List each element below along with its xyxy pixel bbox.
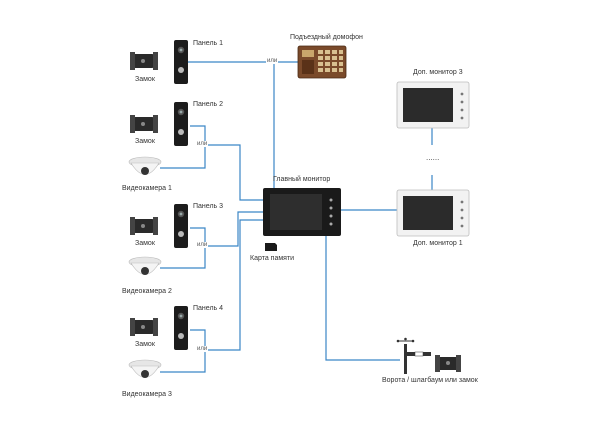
lock-2 [130, 115, 158, 133]
label-ext-monitor-1: Доп. монитор 1 [413, 240, 463, 247]
call-panel-icon [174, 102, 188, 146]
camera-3 [128, 359, 162, 378]
monitor-icon [396, 81, 470, 129]
call-panel-icon [174, 204, 188, 248]
lock-icon [130, 115, 158, 133]
wire-camera3 [160, 350, 206, 373]
lock-1 [130, 52, 158, 70]
or-label-3: или [196, 242, 209, 248]
lock-icon [435, 355, 461, 372]
intercom-keypad-icon [297, 45, 347, 79]
label-panel-1: Панель 1 [193, 40, 224, 47]
barrier-gate-icon [396, 337, 431, 374]
or-label-1: или [266, 58, 279, 64]
dome-camera-icon [128, 156, 162, 175]
label-gate: Ворота / шлагбаум или замок [382, 377, 478, 384]
wire-panel4 [190, 329, 206, 350]
wires [160, 61, 433, 373]
label-ext-monitor-3: Доп. монитор 3 [413, 69, 463, 76]
label-panel-2: Панель 2 [193, 101, 224, 108]
lock-3 [130, 217, 158, 235]
label-main-monitor: Главный монитор [273, 176, 331, 183]
wire-group3-monitor [205, 219, 263, 351]
dome-camera-icon [128, 256, 162, 275]
call-panel-3 [174, 204, 188, 248]
lock-icon [130, 217, 158, 235]
call-panel-4 [174, 306, 188, 350]
wire-camera1 [160, 142, 206, 169]
entrance-intercom [297, 45, 347, 79]
label-lock-1: Замок [135, 76, 155, 83]
label-camera-2: Видеокамера 2 [122, 288, 172, 295]
main-monitor [263, 188, 341, 236]
barrier-gate [396, 337, 431, 374]
label-camera-3: Видеокамера 3 [122, 391, 172, 398]
label-panel-3: Панель 3 [193, 203, 224, 210]
camera-1 [128, 156, 162, 175]
call-panel-icon [174, 40, 188, 84]
wire-panel3 [190, 227, 206, 246]
wire-monitor-gate [325, 236, 400, 361]
ext-monitor-1 [396, 189, 470, 237]
monitor-icon [263, 188, 341, 236]
lock-4 [130, 318, 158, 336]
or-label-2: или [196, 141, 209, 147]
call-panel-2 [174, 102, 188, 146]
ext-monitor-3 [396, 81, 470, 129]
gate-lock [435, 355, 461, 372]
call-panel-1 [174, 40, 188, 84]
lock-icon [130, 318, 158, 336]
label-lock-2: Замок [135, 138, 155, 145]
monitor-icon [396, 189, 470, 237]
lock-icon [130, 52, 158, 70]
or-label-4: или [196, 346, 209, 352]
wire-group1-monitor [205, 144, 263, 201]
label-lock-3: Замок [135, 240, 155, 247]
wire-panel2 [190, 125, 206, 142]
dome-camera-icon [128, 359, 162, 378]
wire-camera2 [160, 246, 206, 269]
label-memory-card: Карта памяти [250, 255, 295, 262]
label-camera-1: Видеокамера 1 [122, 185, 172, 192]
call-panel-icon [174, 306, 188, 350]
label-panel-4: Панель 4 [193, 305, 224, 312]
memory-card [265, 243, 277, 251]
label-lock-4: Замок [135, 341, 155, 348]
sd-card-icon [265, 243, 277, 251]
wire-group2-monitor [205, 211, 263, 247]
label-intercom: Подъездный домофон [290, 34, 363, 41]
ext-monitor-dots: ...... [426, 153, 439, 162]
camera-2 [128, 256, 162, 275]
